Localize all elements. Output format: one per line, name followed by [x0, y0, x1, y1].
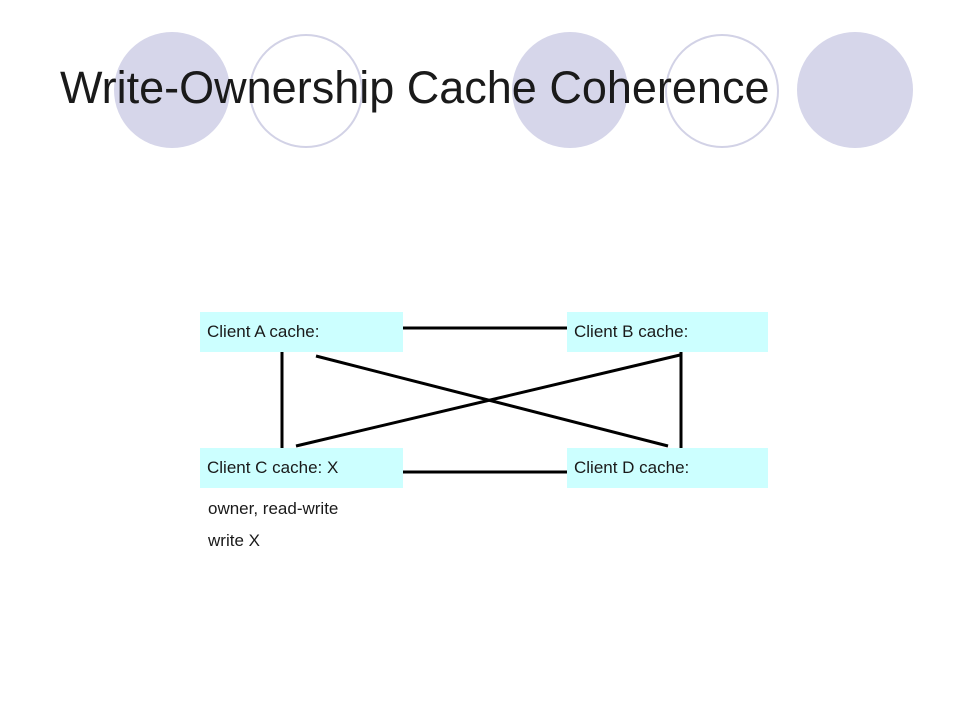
client-a-cache-label: Client A cache:: [207, 322, 320, 341]
client-b-cache-label: Client B cache:: [574, 322, 689, 341]
decorative-circles: [114, 32, 913, 148]
client-a-cache-box: Client A cache:: [200, 312, 403, 352]
client-b-cache-box: Client B cache:: [567, 312, 768, 352]
client-c-cache-label: Client C cache: X: [207, 458, 339, 477]
deco-circle-filled: [114, 32, 230, 148]
deco-circle-outline: [665, 34, 779, 148]
slide-title: Write-Ownership Cache Coherence: [60, 62, 770, 113]
client-c-cache-box: Client C cache: X: [200, 448, 403, 488]
client-c-action-note: write X: [208, 531, 260, 550]
deco-circle-filled: [797, 32, 913, 148]
client-d-cache-box: Client D cache:: [567, 448, 768, 488]
link-b-c: [295, 353, 681, 448]
deco-circle-filled: [512, 32, 628, 148]
deco-circle-outline: [249, 34, 363, 148]
client-c-status-note: owner, read-write: [208, 499, 339, 518]
client-d-cache-label: Client D cache:: [574, 458, 690, 477]
